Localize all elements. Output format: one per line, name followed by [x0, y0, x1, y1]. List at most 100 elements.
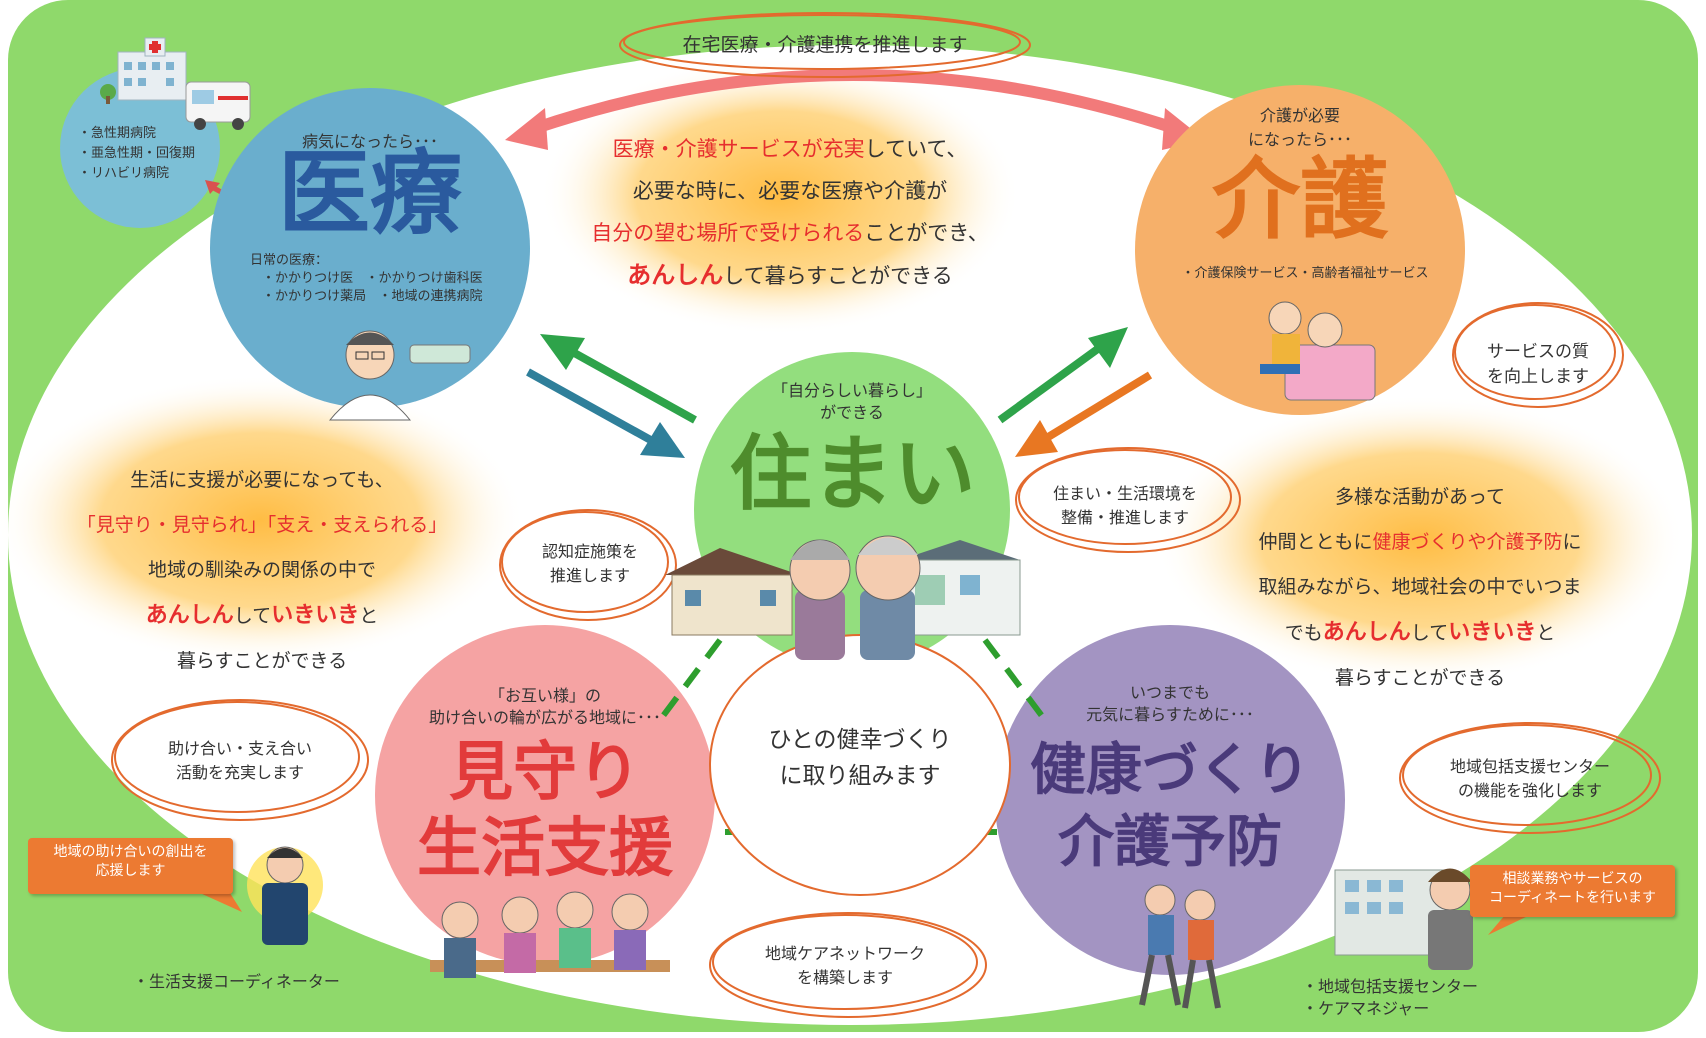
left-msg-hl2: いきいき: [271, 603, 360, 628]
medical-sub-item: ・かかりつけ医: [262, 271, 354, 286]
arrow-housing-to-medical: [540, 334, 697, 424]
housing-intro-line2: ができる: [820, 403, 884, 422]
kenko-intro-line2: 元気に暮らすために･･･: [1086, 705, 1254, 724]
hokatsu-label: 地域包括支援センター の機能を強化します: [1410, 755, 1650, 803]
dashed-link-right: [982, 638, 1048, 722]
medical-title: 医療: [277, 140, 462, 247]
right-message: 多様な活動があって 仲間とともに健康づくりや介護予防に 取組みながら、地域社会の…: [1200, 475, 1640, 701]
housing-title: 住まい: [729, 427, 976, 522]
coordinator-illustration: [247, 846, 323, 945]
left-msg-mid: して: [233, 605, 272, 627]
mimamori-circle: [375, 625, 715, 965]
care-intro: 介護が必要 になったら･･･: [1180, 104, 1420, 152]
care-intro-line1: 介護が必要: [1259, 106, 1340, 125]
mutual-aid-label: 助け合い・支え合い 活動を充実します: [130, 737, 350, 785]
callout-right-tail: [1488, 915, 1530, 935]
care-circle: [1135, 85, 1465, 415]
housing-intro-line1: 「自分らしい暮らし」: [771, 381, 932, 400]
right-msg-mid: して: [1410, 622, 1449, 644]
hospital-item: ・亜急性期・回復期: [78, 146, 196, 161]
left-msg-hl1: あんしん: [145, 603, 234, 628]
left-msg-line5: 暮らすことができる: [176, 650, 348, 672]
kenko-title-line1: 健康づくり: [1030, 738, 1310, 803]
center-msg-line1: していて、: [864, 137, 968, 161]
care-quality-label: サービスの質 を向上します: [1458, 340, 1618, 390]
kenko-intro-line1: いつまでも: [1129, 683, 1210, 702]
oval-mutual-aid: [111, 699, 369, 821]
center-msg-hl3: 自分の望む場所で受けられる: [591, 221, 865, 245]
medical-circle: [210, 88, 530, 408]
elderly-couple-illustration: [789, 535, 921, 660]
dashed-link-left: [657, 638, 723, 722]
health-center-label: ひとの健幸づくり に取り組みます: [735, 722, 985, 794]
house-right-illustration: [900, 540, 1021, 636]
caregiver-illustration: [1260, 301, 1376, 401]
callout-right: 相談業務やサービスの コーディネートを行います: [1470, 865, 1675, 917]
care-intro-line2: になったら･･･: [1247, 130, 1352, 149]
network-line1: 地域ケアネットワーク: [764, 944, 925, 963]
dementia-label: 認知症施策を 推進します: [510, 540, 670, 588]
left-message: 生活に支援が必要になっても、 「見守り・見守られ」「支え・支えられる」 地域の馴…: [22, 458, 502, 684]
support-center-illustration: [1334, 868, 1473, 970]
housing-intro: 「自分らしい暮らし」 ができる: [742, 380, 962, 424]
mutual-aid-line2: 活動を充実します: [175, 763, 304, 782]
doctor-illustration: [328, 330, 471, 421]
arrow-care-to-housing: [1015, 371, 1153, 457]
callout-left: 地域の助け合いの創出を 応援します: [28, 838, 233, 894]
dementia-line1: 認知症施策を: [541, 542, 638, 561]
mimamori-title-line2: 生活支援: [417, 812, 673, 886]
right-msg-line2-start: 仲間とともに: [1258, 531, 1373, 553]
oval-top-banner: [619, 12, 1031, 78]
arrow-medical-to-housing: [526, 368, 685, 458]
hospital-icon: [100, 37, 187, 104]
center-msg-line3: ことができ、: [864, 221, 989, 245]
housing-env-line2: 整備・推進します: [1060, 508, 1189, 527]
hokatsu-staff-label2: ・ケアマネジャー: [1302, 999, 1430, 1018]
hospital-item: ・リハビリ病院: [78, 166, 170, 181]
right-msg-line1: 多様な活動があって: [1334, 486, 1506, 508]
medical-sub-item: ・地域の連携病院: [378, 289, 483, 304]
hokatsu-staff-label1: ・地域包括支援センター: [1302, 977, 1479, 996]
center-msg-line4: して暮らすことができる: [723, 264, 953, 288]
mimamori-intro-line1: 「お互い様」の: [488, 686, 601, 705]
kenko-title-line2: 介護予防: [1058, 810, 1282, 875]
right-msg-hl1: あんしん: [1322, 620, 1411, 645]
medical-intro: 病気になったら･･･: [301, 132, 438, 151]
medical-sub-title: 日常の医療：: [250, 253, 329, 268]
oval-dementia: [499, 509, 677, 621]
hospital-list: ・急性期病院 ・亜急性期・回復期 ・リハビリ病院: [78, 124, 195, 184]
kenko-circle: [995, 625, 1345, 975]
network-line2: を構築します: [796, 968, 893, 987]
network-label: 地域ケアネットワーク を構築します: [735, 942, 955, 990]
top-banner-label: 在宅医療・介護連携を推進します: [682, 34, 968, 56]
hokatsu-line1: 地域包括支援センター: [1449, 757, 1610, 776]
care-sub: ・介護保険サービス・高齢者福祉サービス: [1181, 266, 1429, 281]
hokatsu-line2: の機能を強化します: [1457, 781, 1602, 800]
mimamori-title: 見守り 生活支援: [395, 735, 695, 887]
callout-left-line2: 応援します: [95, 863, 166, 879]
care-title: 介護: [1211, 148, 1388, 251]
house-left-illustration: [665, 548, 800, 636]
mutual-aid-line1: 助け合い・支え合い: [167, 739, 312, 758]
coordinator-label: ・生活支援コーディネーター: [133, 972, 340, 991]
right-msg-line4-start: でも: [1284, 622, 1323, 644]
arrow-housing-to-care: [997, 327, 1128, 424]
dementia-line2: 推進します: [549, 566, 630, 585]
kenko-intro: いつまでも 元気に暮らすために･･･: [1020, 682, 1320, 726]
right-msg-end: と: [1536, 622, 1556, 644]
oval-housing-env: [1015, 447, 1241, 553]
right-msg-hl2: いきいき: [1448, 620, 1537, 645]
ambulance-icon: [185, 81, 251, 130]
callout-left-line1: 地域の助け合いの創出を: [53, 844, 208, 860]
right-msg-line5: 暮らすことができる: [1334, 667, 1506, 689]
elderly-group-illustration: [430, 891, 670, 978]
housing-env-label: 住まい・生活環境を 整備・推進します: [1020, 482, 1230, 530]
mimamori-title-line1: 見守り: [449, 736, 641, 810]
hospital-item: ・急性期病院: [78, 126, 157, 141]
health-center-line2: に取り組みます: [779, 763, 941, 789]
walking-seniors-illustration: [1139, 884, 1221, 1009]
oval-network: [709, 912, 987, 1018]
health-center-line1: ひとの健幸づくり: [768, 727, 952, 753]
